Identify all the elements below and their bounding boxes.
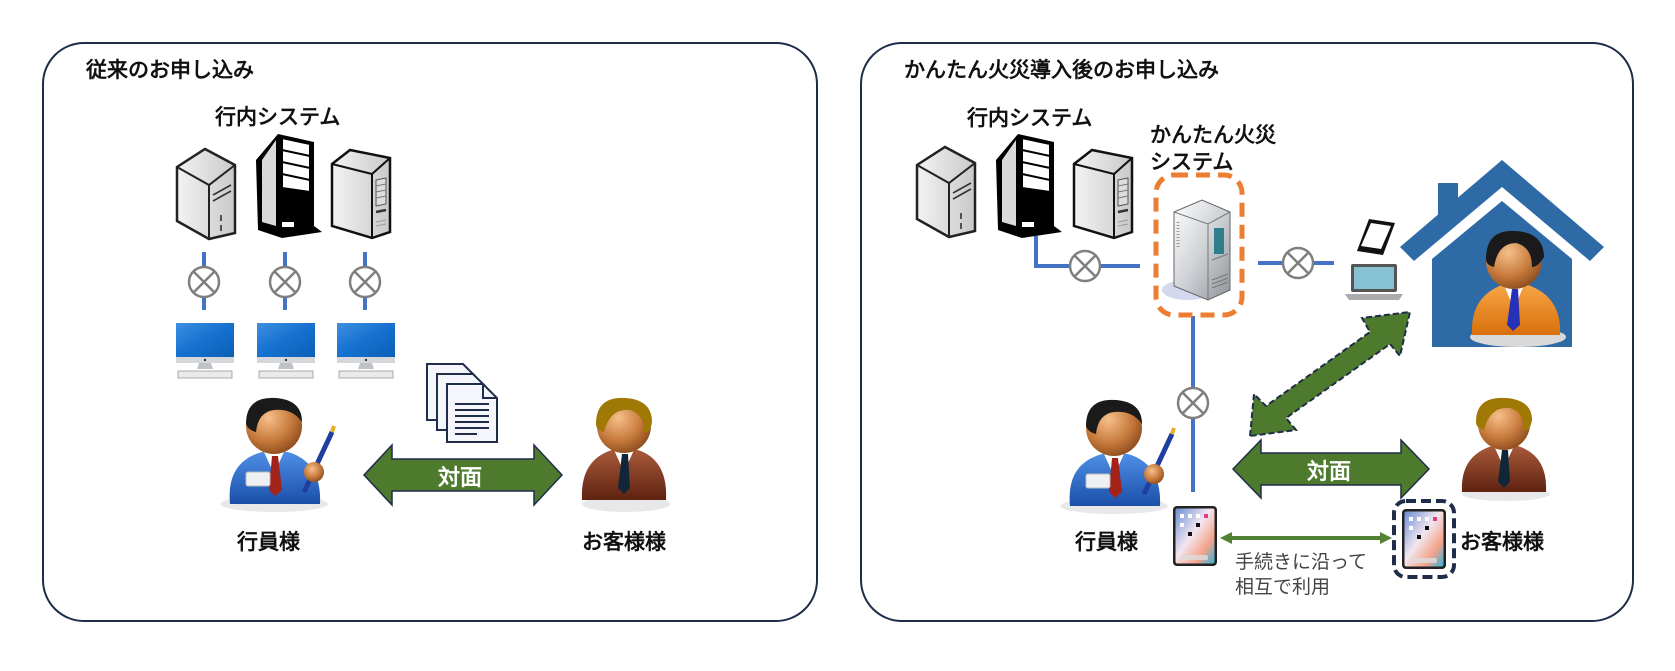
server-tower-grey-icon: [330, 148, 392, 240]
face-to-face-label: 対面: [438, 466, 483, 491]
switch-icon: [268, 265, 302, 299]
bank-staff-avatar-icon: [220, 397, 336, 512]
server-tower-icon: [175, 147, 237, 241]
laptop-icon: [1345, 264, 1403, 300]
non-face-to-face-arrow: [1248, 310, 1412, 438]
switch-icon: [348, 265, 382, 299]
tablet-usage-note: 手続きに沿って 相互で利用: [1235, 550, 1367, 600]
face-to-face-arrow: [362, 443, 564, 507]
tablet-note-line1: 手続きに沿って: [1235, 551, 1368, 573]
tablet-note-line2: 相互で利用: [1235, 576, 1331, 598]
switch-icon: [1068, 249, 1102, 283]
customer-avatar-icon: [1461, 397, 1550, 501]
right-staff-label: 行員様: [1075, 530, 1138, 554]
server-tower-grey-icon: [1072, 148, 1134, 240]
left-customer-label: お客様様: [582, 530, 666, 554]
server-tower-black-icon: [996, 134, 1062, 238]
desktop-computer-icon: [176, 323, 234, 379]
desktop-computer-icon: [337, 323, 395, 379]
switch-icon: [187, 265, 221, 299]
tablet-exchange-arrow: [1220, 532, 1392, 544]
home-customer-avatar-icon: [1470, 230, 1566, 347]
server-tower-black-icon: [256, 134, 322, 238]
switch-icon: [1281, 246, 1315, 280]
left-staff-label: 行員様: [237, 530, 300, 554]
left-panel-title: 従来のお申し込み: [86, 58, 254, 82]
right-internal-system-label: 行内システム: [967, 106, 1093, 130]
staff-tablet-icon: [1173, 506, 1217, 566]
left-panel-conventional: [42, 42, 818, 622]
face-to-face-label-right: 対面: [1307, 460, 1352, 485]
switch-icon: [1176, 386, 1210, 420]
kantan-kasai-label-line2: システム: [1150, 150, 1234, 174]
left-internal-system-label: 行内システム: [215, 105, 341, 129]
smartphone-icon: [1357, 219, 1395, 255]
customer-tablet-icon: [1402, 509, 1446, 569]
customer-avatar-icon: [581, 397, 670, 512]
face-to-face-arrow-right: [1231, 438, 1431, 500]
kantan-kasai-server-icon: [1162, 199, 1231, 301]
kantan-kasai-system-label: かんたん火災 システム: [1150, 122, 1276, 176]
right-customer-label: お客様様: [1460, 530, 1544, 554]
desktop-computer-icon: [257, 323, 315, 379]
bank-staff-avatar-icon: [1060, 399, 1176, 514]
paper-documents-icon: [426, 363, 498, 443]
server-tower-icon: [915, 145, 977, 239]
right-panel-title: かんたん火災導入後のお申し込み: [904, 58, 1219, 82]
kantan-kasai-label-line1: かんたん火災: [1150, 123, 1276, 147]
